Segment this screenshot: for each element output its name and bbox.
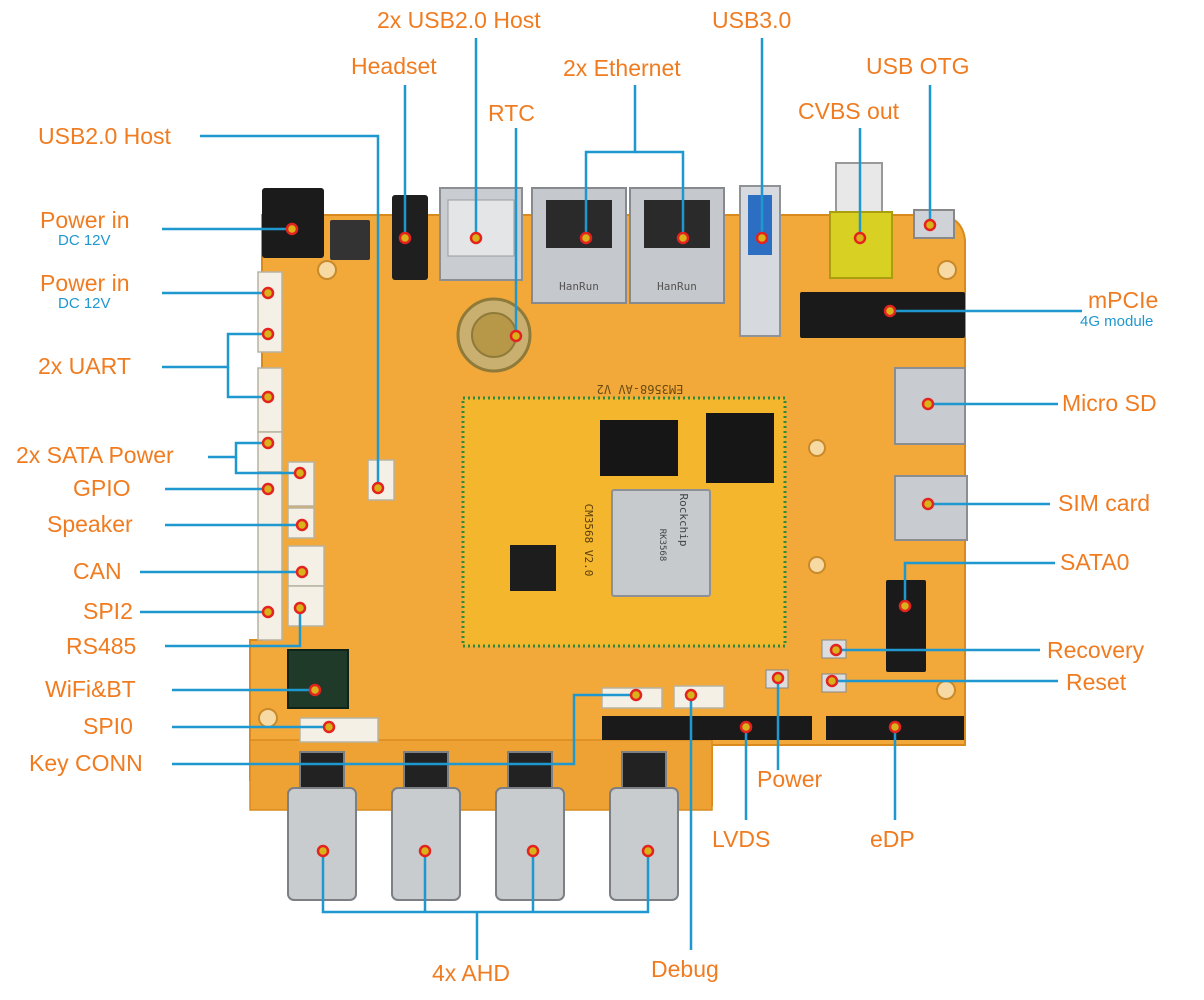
callout-marker bbox=[829, 643, 843, 657]
callout-marker bbox=[771, 671, 785, 685]
callout-marker bbox=[308, 683, 322, 697]
callout-marker bbox=[888, 720, 902, 734]
callout-marker bbox=[316, 844, 330, 858]
callout-marker bbox=[285, 222, 299, 236]
label-debug: Debug bbox=[651, 956, 719, 982]
bnc-connectors bbox=[287, 751, 679, 901]
label-sim-card: SIM card bbox=[1058, 490, 1151, 516]
label-power: Power bbox=[757, 766, 823, 792]
label-sata-power-2x: 2x SATA Power bbox=[16, 442, 174, 468]
label-spi0: SPI0 bbox=[83, 713, 133, 739]
label-power-in-2: Power in bbox=[40, 270, 130, 296]
leader-rs485 bbox=[165, 608, 302, 648]
callout-marker bbox=[853, 231, 867, 245]
callout-marker bbox=[676, 231, 690, 245]
label-rtc: RTC bbox=[488, 100, 535, 126]
callout-marker bbox=[739, 720, 753, 734]
callout-marker bbox=[684, 688, 698, 702]
callout-marker bbox=[261, 482, 275, 496]
leader-sata0 bbox=[903, 561, 1055, 606]
ethernet-jacks: HanRun HanRun bbox=[531, 187, 725, 304]
eth-jack-brand-2: HanRun bbox=[657, 280, 697, 293]
callout-markers bbox=[261, 218, 937, 858]
soc-part: RK3568 bbox=[657, 529, 667, 562]
label-edp: eDP bbox=[870, 826, 915, 852]
label-usb20-host: USB2.0 Host bbox=[38, 123, 171, 149]
leader-sata-power-2x bbox=[208, 441, 268, 459]
callout-marker bbox=[923, 218, 937, 232]
callout-marker bbox=[526, 844, 540, 858]
sublabel-power-in-2: DC 12V bbox=[58, 295, 111, 312]
leader-uart-2x bbox=[162, 332, 268, 369]
callout-marker bbox=[469, 231, 483, 245]
leader-lines bbox=[140, 38, 1082, 960]
label-can: CAN bbox=[73, 558, 122, 584]
sublabel-mpcie: 4G module bbox=[1080, 313, 1154, 330]
callout-marker bbox=[825, 674, 839, 688]
label-sata0: SATA0 bbox=[1060, 549, 1130, 575]
leader-sata-power-2x-b bbox=[234, 457, 300, 475]
leader-key-conn bbox=[172, 693, 636, 766]
label-rs485: RS485 bbox=[66, 633, 137, 659]
mounting-holes bbox=[258, 260, 957, 728]
callout-marker bbox=[295, 518, 309, 532]
callout-marker bbox=[883, 304, 897, 318]
label-uart-2x: 2x UART bbox=[38, 353, 131, 379]
leader-uart-2x-b bbox=[226, 367, 268, 399]
leader-ethernet-2x-b bbox=[635, 150, 685, 238]
soc-brand: Rockchip bbox=[677, 494, 690, 547]
soc-chip bbox=[611, 489, 711, 597]
callout-marker bbox=[398, 231, 412, 245]
callout-marker bbox=[295, 565, 309, 579]
callout-marker bbox=[579, 231, 593, 245]
module-label: CM3568 V2.0 bbox=[582, 504, 595, 577]
callout-marker bbox=[322, 720, 336, 734]
label-usb20-host-2x: 2x USB2.0 Host bbox=[377, 7, 541, 33]
leader-ahd-4x bbox=[321, 851, 650, 914]
callout-marker bbox=[293, 601, 307, 615]
callout-marker bbox=[898, 599, 912, 613]
label-usb-otg: USB OTG bbox=[866, 53, 970, 79]
label-spi2: SPI2 bbox=[83, 598, 133, 624]
eth-jack-brand-1: HanRun bbox=[559, 280, 599, 293]
callout-marker bbox=[261, 390, 275, 404]
wifi-module bbox=[287, 649, 349, 709]
label-lvds: LVDS bbox=[712, 826, 771, 852]
label-gpio: GPIO bbox=[73, 475, 131, 501]
callout-marker bbox=[261, 605, 275, 619]
callout-marker bbox=[261, 286, 275, 300]
mpcie-slot bbox=[800, 292, 965, 338]
callout-marker bbox=[261, 327, 275, 341]
callout-marker bbox=[921, 497, 935, 511]
callout-marker bbox=[921, 397, 935, 411]
label-headset: Headset bbox=[351, 53, 437, 79]
lvds-header bbox=[602, 716, 812, 740]
callout-marker bbox=[641, 844, 655, 858]
label-recovery: Recovery bbox=[1047, 637, 1145, 663]
callout-marker bbox=[371, 481, 385, 495]
label-micro-sd: Micro SD bbox=[1062, 390, 1157, 416]
leader-ethernet-2x bbox=[584, 85, 637, 238]
leader-usb20-host bbox=[200, 134, 380, 488]
callout-marker bbox=[261, 436, 275, 450]
label-ethernet-2x: 2x Ethernet bbox=[563, 55, 681, 81]
sublabel-power-in-1: DC 12V bbox=[58, 232, 111, 249]
label-key-conn: Key CONN bbox=[29, 750, 143, 776]
callout-marker bbox=[509, 329, 523, 343]
callout-marker bbox=[629, 688, 643, 702]
callout-marker bbox=[418, 844, 432, 858]
label-mpcie: mPCIe bbox=[1088, 287, 1159, 313]
label-power-in-1: Power in bbox=[40, 207, 130, 233]
label-speaker: Speaker bbox=[47, 511, 133, 537]
callout-marker bbox=[293, 466, 307, 480]
label-ahd-4x: 4x AHD bbox=[432, 960, 510, 986]
board-silkscreen-name: EM3568-AV V2 bbox=[597, 382, 684, 396]
label-wifi-bt: WiFi&BT bbox=[45, 676, 136, 702]
label-reset: Reset bbox=[1066, 669, 1127, 695]
label-usb30: USB3.0 bbox=[712, 7, 792, 33]
callout-marker bbox=[755, 231, 769, 245]
label-cvbs-out: CVBS out bbox=[798, 98, 899, 124]
